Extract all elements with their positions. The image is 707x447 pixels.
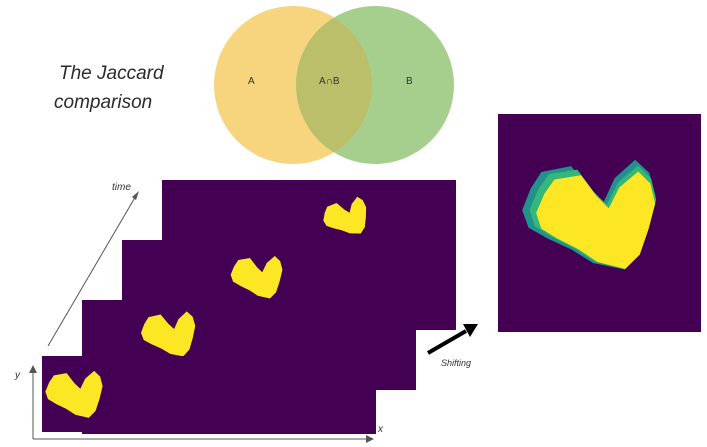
frame-stack	[42, 180, 456, 434]
venn-diagram	[214, 6, 454, 164]
shifting-label: Shifting	[441, 358, 472, 368]
title-line-2: comparison	[54, 92, 153, 113]
y-axis	[29, 365, 37, 439]
time-axis-label: time	[112, 182, 131, 193]
overlap-frame	[498, 114, 701, 332]
x-axis-label: x	[378, 424, 383, 435]
title-line-1: The Jaccard	[59, 63, 164, 84]
time-axis	[47, 191, 139, 347]
venn-a-label: A	[248, 76, 255, 87]
venn-intersection	[296, 6, 372, 164]
x-axis	[33, 435, 374, 443]
frame-1	[42, 356, 336, 432]
venn-intersection-label: A∩B	[319, 76, 340, 87]
y-axis-label: y	[15, 370, 20, 381]
venn-b-label: B	[406, 76, 413, 87]
shifting-arrow	[426, 324, 478, 355]
